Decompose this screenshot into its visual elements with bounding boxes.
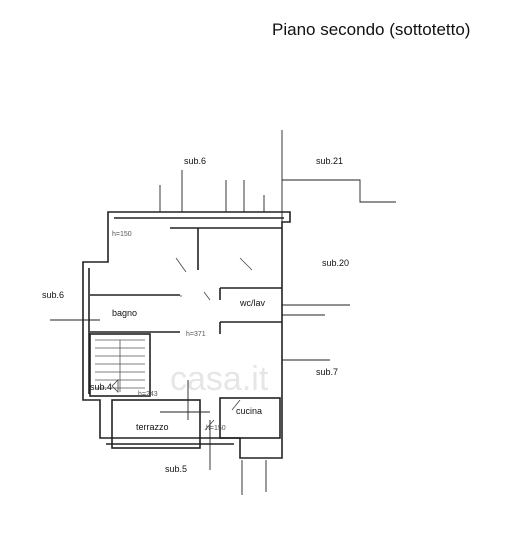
door-swings: [111, 257, 253, 431]
room-cucina: cucina: [236, 406, 262, 416]
page-title: Piano secondo (sottotetto): [272, 20, 471, 39]
stair-lines: [95, 339, 145, 392]
label-sub7: sub.7: [316, 367, 338, 377]
height-h371: h=371: [186, 331, 206, 338]
label-sub4: sub.4: [90, 382, 112, 392]
height-h150-top: h=150: [112, 231, 132, 238]
watermark-logo: casa.it: [170, 360, 269, 398]
room-wc-lav: wc/lav: [239, 298, 266, 308]
room-terrazzo: terrazzo: [136, 422, 169, 432]
outer-walls: [82, 211, 291, 459]
height-h243: h=243: [138, 391, 158, 398]
label-sub5: sub.5: [165, 464, 187, 474]
height-h150-bottom: h=150: [206, 425, 226, 432]
label-sub6-top: sub.6: [184, 156, 206, 166]
context-lines: [50, 130, 396, 495]
label-sub21: sub.21: [316, 156, 343, 166]
label-sub20: sub.20: [322, 258, 349, 268]
label-sub6-left: sub.6: [42, 290, 64, 300]
room-bagno: bagno: [112, 308, 137, 318]
